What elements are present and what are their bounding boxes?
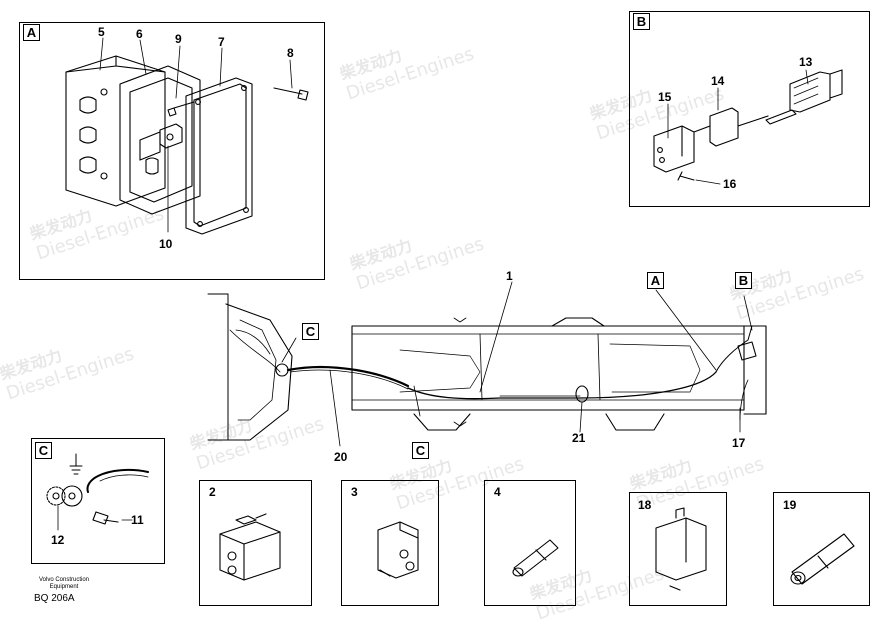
- callout-20: 20: [334, 450, 348, 464]
- callout-5: 5: [98, 25, 105, 39]
- connector-3-drawing: [377, 521, 419, 579]
- manufacturer-label: Volvo Construction Equipment: [34, 577, 94, 591]
- callout-15: 15: [658, 90, 672, 104]
- box-18-frame: [629, 492, 727, 606]
- box-3-frame: [341, 480, 439, 606]
- panel-c-frame: [31, 438, 165, 564]
- callout-4: 4: [494, 485, 501, 499]
- view-c-top-tag: C: [302, 323, 319, 340]
- callout-14: 14: [711, 74, 725, 88]
- callout-19: 19: [783, 498, 797, 512]
- callout-8: 8: [287, 46, 294, 60]
- panel-b-tag: B: [633, 13, 650, 30]
- box-4-frame: [484, 480, 576, 606]
- panel-c-tag: C: [35, 442, 52, 459]
- view-a-tag: A: [647, 272, 664, 289]
- frame-harness-drawing: [207, 281, 767, 447]
- callout-17: 17: [732, 436, 746, 450]
- callout-9: 9: [175, 32, 182, 46]
- callout-18: 18: [638, 498, 652, 512]
- callout-16: 16: [723, 177, 737, 191]
- panel-b-frame: [629, 11, 870, 207]
- connector-assembly: [653, 69, 843, 185]
- callout-3: 3: [351, 485, 358, 499]
- callout-12: 12: [51, 533, 65, 547]
- connector-2-drawing: [219, 513, 281, 581]
- callout-7: 7: [218, 35, 225, 49]
- callout-6: 6: [136, 27, 143, 41]
- housing-18-drawing: [655, 507, 707, 591]
- junction-box-assembly: [65, 37, 309, 235]
- box-19-frame: [773, 492, 870, 606]
- view-b-tag: B: [735, 272, 752, 289]
- callout-2: 2: [209, 485, 216, 499]
- panel-a-frame: [19, 22, 325, 280]
- panel-a-tag: A: [23, 24, 40, 41]
- manufacturer-line-1: Volvo Construction: [38, 577, 90, 583]
- callout-10: 10: [159, 237, 173, 251]
- callout-1: 1: [506, 269, 513, 283]
- drawing-code: BQ 206A: [34, 593, 75, 604]
- ground-connection-drawing: [46, 453, 149, 531]
- view-c-bottom-tag: C: [412, 442, 429, 459]
- sleeve-19-drawing: [790, 533, 855, 585]
- box-2-frame: [199, 480, 312, 606]
- callout-11: 11: [131, 513, 144, 527]
- callout-21: 21: [572, 431, 586, 445]
- callout-13: 13: [799, 55, 813, 69]
- manufacturer-line-2: Equipment: [49, 584, 79, 590]
- pin-4-drawing: [512, 539, 559, 577]
